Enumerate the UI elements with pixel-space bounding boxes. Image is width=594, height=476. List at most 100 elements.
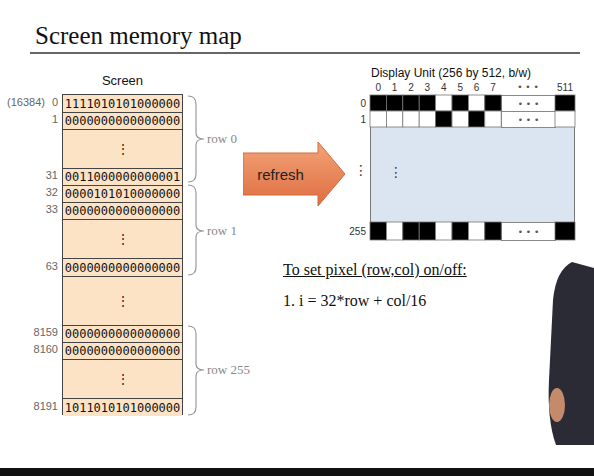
display-ellipsis: ⋮	[389, 164, 403, 180]
pixel-cell	[419, 95, 435, 111]
memory-register: 0000000000000000	[63, 258, 182, 276]
register-bits: ⋮	[63, 277, 182, 325]
memory-register: 0000000000000000	[63, 202, 182, 219]
pixel-cell	[468, 222, 484, 240]
register-address: 32	[46, 186, 58, 198]
memory-register: 0011000000000001	[63, 168, 182, 185]
register-bits: 1011010101000000	[63, 399, 182, 416]
register-bits: 0000000000000000	[63, 203, 182, 219]
register-bits: 0000000000000000	[63, 113, 182, 129]
column-number: 1	[392, 82, 398, 93]
pixel-cell	[485, 95, 501, 111]
row-brace	[188, 185, 204, 275]
memory-register: 0000000000000000	[63, 325, 182, 342]
memory-register: ⋮	[63, 219, 182, 258]
pixel-cell	[370, 95, 386, 111]
pixel-cell	[468, 111, 484, 127]
arrow-label: refresh	[243, 153, 318, 195]
memory-map: Screen11110101010000000000000000000000⋮0…	[62, 94, 183, 415]
register-address: 0	[52, 96, 58, 108]
pixel-cell	[555, 111, 575, 127]
memory-heading: Screen	[63, 73, 182, 88]
row-brace	[188, 326, 204, 415]
memory-register: ⋮	[63, 359, 182, 398]
presenter-hand	[549, 388, 565, 422]
pixel-cell	[452, 95, 468, 111]
display-heading: Display Unit (256 by 512, b/w)	[371, 66, 531, 80]
row-label: row 255	[207, 362, 250, 378]
pixel-cell	[436, 95, 452, 111]
column-number: 511	[557, 82, 573, 93]
ellipsis-mark: • • •	[502, 112, 555, 127]
pixel-cell	[370, 111, 386, 127]
pixel-cell	[485, 111, 501, 127]
column-number: 7	[490, 82, 496, 93]
row-label: row 1	[207, 223, 237, 239]
register-bits: 0000101010000000	[63, 186, 182, 202]
row-number: 255	[349, 226, 366, 237]
row-number: 0	[360, 98, 366, 109]
ellipsis-mark: • • •	[502, 96, 555, 111]
register-address: 63	[46, 260, 58, 272]
pixel-cell	[419, 222, 435, 240]
pixel-cell	[403, 111, 419, 127]
pixel-cell	[452, 111, 468, 127]
row-brace	[188, 96, 204, 182]
register-bits: ⋮	[63, 360, 182, 398]
column-number: 2	[408, 82, 414, 93]
column-number: 3	[425, 82, 431, 93]
register-address: 8159	[34, 326, 58, 338]
bottom-bar	[0, 468, 594, 476]
register-bits: ⋮	[63, 220, 182, 258]
register-bits: 0000000000000000	[63, 259, 182, 276]
column-number: 6	[474, 82, 480, 93]
register-bits: 1111010101000000	[63, 95, 182, 112]
memory-register: 0000000000000000	[63, 112, 182, 129]
pixel-cell	[386, 222, 402, 240]
pixel-ellipsis-cell: • • •	[501, 95, 556, 112]
register-address: 31	[46, 169, 58, 181]
row-ellipsis: ⋮	[354, 162, 368, 178]
refresh-arrow: refresh	[243, 142, 345, 206]
column-number: 4	[441, 82, 447, 93]
memory-register: ⋮	[63, 276, 182, 325]
pixel-cell	[436, 111, 452, 127]
title-rule	[30, 52, 580, 54]
pixel-cell	[403, 222, 419, 240]
column-number: 5	[457, 82, 463, 93]
address-formula: 1. i = 32*row + col/16	[283, 292, 426, 310]
memory-register: 0000101010000000	[63, 185, 182, 202]
pixel-cell	[370, 222, 386, 240]
pixel-cell	[452, 222, 468, 240]
pixel-cell	[403, 95, 419, 111]
pixel-cell	[555, 95, 575, 111]
memory-register: ⋮	[63, 129, 182, 168]
column-number: 0	[375, 82, 381, 93]
register-address: 8191	[34, 400, 58, 412]
pixel-ellipsis-cell: • • •	[501, 222, 556, 241]
presenter-silhouette	[549, 262, 594, 445]
memory-register: 1011010101000000	[63, 398, 182, 416]
pixel-cell	[555, 222, 575, 240]
column-ellipsis: • • •	[517, 82, 539, 92]
register-bits: 0000000000000000	[63, 326, 182, 342]
memory-register: 0000000000000000	[63, 342, 182, 359]
pixel-cell	[419, 111, 435, 127]
base-address: (16384)	[7, 96, 45, 108]
arrow-outline	[243, 142, 345, 206]
memory-register: 1111010101000000	[63, 95, 182, 112]
register-address: 33	[46, 203, 58, 215]
pixel-cell	[436, 222, 452, 240]
register-bits: 0011000000000001	[63, 169, 182, 185]
slide-title: Screen memory map	[35, 22, 242, 50]
row-number: 1	[360, 114, 366, 125]
pixel-ellipsis-cell: • • •	[501, 111, 556, 128]
register-bits: 0000000000000000	[63, 343, 182, 359]
row-label: row 0	[207, 131, 237, 147]
register-bits: ⋮	[63, 130, 182, 168]
ellipsis-mark: • • •	[502, 223, 555, 240]
pixel-cell	[386, 111, 402, 127]
pixel-cell	[386, 95, 402, 111]
